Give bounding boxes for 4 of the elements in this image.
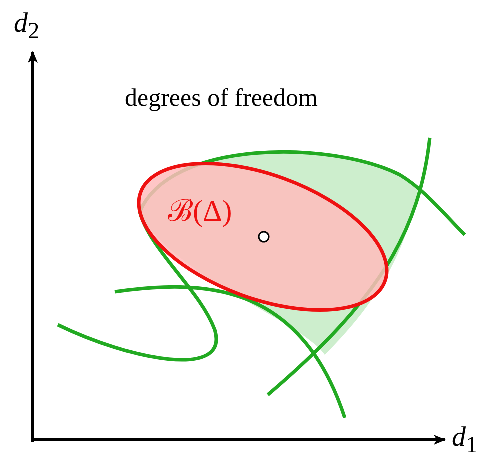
axis-label: d$_{2}$	[14, 10, 40, 44]
axis-label: d$_{1}$	[452, 424, 478, 454]
annotation-text: degrees of freedom	[125, 86, 318, 111]
set-label: ℬ(Δ)	[168, 197, 232, 227]
